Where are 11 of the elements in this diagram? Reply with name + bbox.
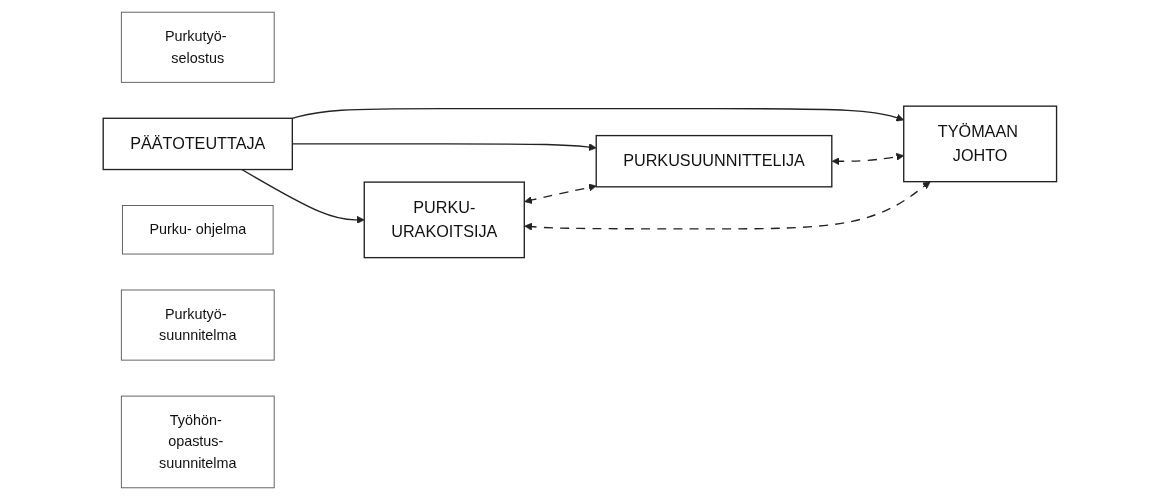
arrow (524, 180, 931, 231)
node-box: Purkutyö- selostus (121, 11, 275, 83)
node-box: Purkutyö- suunnitelma (121, 289, 275, 361)
node-box: Työhön- opastus- suunnitelma (121, 395, 275, 488)
arrow (241, 168, 365, 224)
arrow (524, 183, 597, 204)
node-box: PURKU-URAKOITSIJA (363, 180, 526, 258)
node-box: Purku- ohjelma (122, 204, 274, 254)
node-box: PURKUSUUNNITTELIJA (595, 134, 833, 187)
node-box: PÄÄTOTEUTTAJA (102, 117, 294, 170)
node-box: TYÖMAAN JOHTO (903, 104, 1058, 182)
